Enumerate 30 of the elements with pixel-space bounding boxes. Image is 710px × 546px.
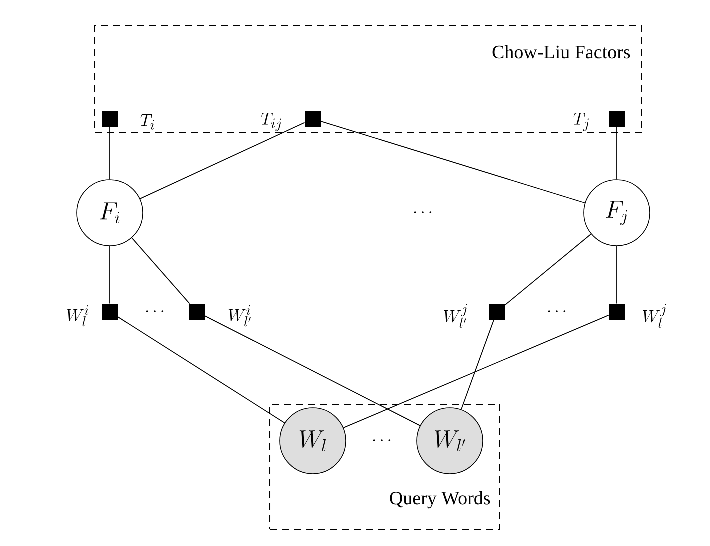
ellipsis: $\cdots$ bbox=[548, 310, 566, 312]
edge-line bbox=[616, 246, 618, 304]
node-label: $W^j_l$ bbox=[643, 304, 666, 328]
edge-line bbox=[132, 238, 190, 304]
factor-square bbox=[189, 304, 205, 320]
factor-square bbox=[609, 304, 625, 320]
ellipsis: $\cdots$ bbox=[414, 212, 432, 214]
edge-line bbox=[616, 126, 618, 180]
edge-line bbox=[140, 122, 306, 200]
group-title: Chow-Liu Factors bbox=[492, 45, 630, 59]
edge-line bbox=[504, 234, 592, 306]
node-label: $W^i_{l'}$ bbox=[228, 305, 251, 327]
edge-line bbox=[320, 121, 586, 204]
factor-square bbox=[102, 304, 118, 320]
node-label: $T_{ij}$ bbox=[261, 113, 282, 132]
ellipsis: $\cdots$ bbox=[373, 440, 391, 442]
edge-line bbox=[343, 315, 610, 428]
edge-line bbox=[204, 316, 421, 426]
edge-line bbox=[118, 316, 286, 424]
node-label: $T_j$ bbox=[574, 113, 590, 132]
edge-line bbox=[460, 320, 494, 410]
node-label: $W^j_{l'}$ bbox=[444, 304, 468, 328]
factor-square bbox=[489, 304, 505, 320]
factor-square bbox=[609, 111, 625, 127]
node-label: $T_i$ bbox=[140, 114, 154, 130]
factor-square bbox=[102, 111, 118, 127]
node-label: $W^i_l$ bbox=[67, 305, 89, 327]
factor-square bbox=[305, 111, 321, 127]
ellipsis: $\cdots$ bbox=[146, 310, 164, 312]
group-title: Query Words bbox=[390, 491, 490, 509]
